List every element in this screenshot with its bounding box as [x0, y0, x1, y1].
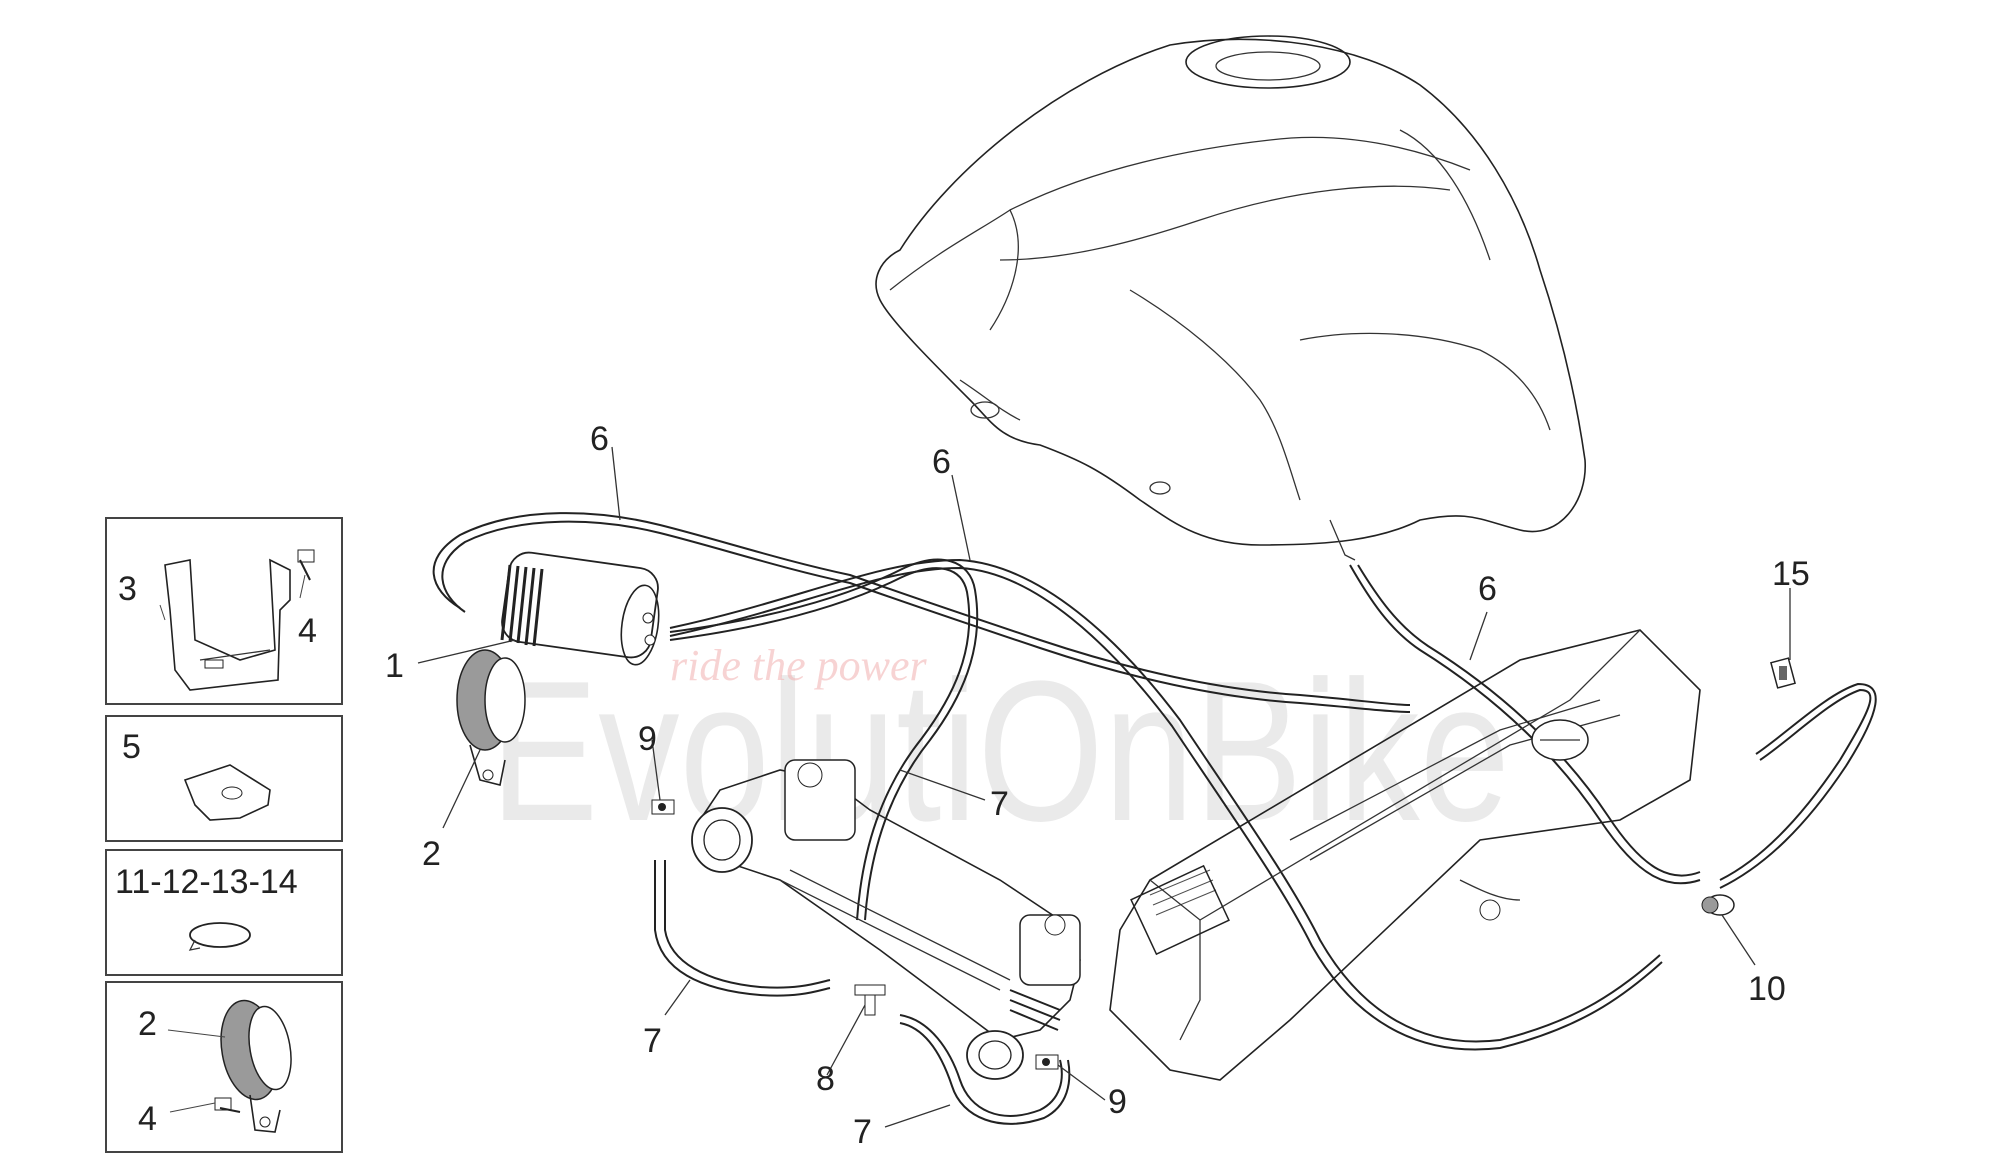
- airbox: [1109, 629, 1701, 1081]
- canister-strap: [456, 649, 526, 786]
- callout-8: 8: [816, 1060, 835, 1098]
- inset-box-4: 2 4: [105, 981, 343, 1153]
- watermark: EvolutiOnBike ride the power: [490, 640, 1510, 863]
- inset-box-4-label-4: 4: [138, 1100, 157, 1138]
- callout-9a: 9: [638, 720, 657, 758]
- inset-box-1: 3 4: [105, 517, 343, 705]
- callout-6a: 6: [590, 420, 609, 458]
- fuel-tank: [875, 35, 1586, 561]
- inset-box-1-label-3: 3: [118, 570, 137, 608]
- inset-box-2-label-5: 5: [122, 728, 141, 766]
- callout-6b: 6: [932, 443, 951, 481]
- throttle-body-assembly: [691, 759, 1081, 1080]
- hoses: [432, 512, 1877, 1125]
- inset-box-2: 5: [105, 715, 343, 842]
- callout-10: 10: [1748, 970, 1786, 1008]
- callout-7c: 7: [853, 1113, 872, 1151]
- connector-9-top: [651, 799, 675, 815]
- clip-part-15: [1770, 657, 1796, 689]
- t-fitting: [854, 984, 886, 1016]
- callout-6c: 6: [1478, 570, 1497, 608]
- watermark-brand: EvolutiOnBike: [490, 640, 1510, 863]
- evap-canister: [500, 551, 660, 666]
- inset-box-3-label: 11-12-13-14: [115, 863, 298, 901]
- callout-labels: 6 6 6 15 1 2 9 7 7 7 8 9 10: [385, 420, 1810, 1151]
- inset-box-4-label-2: 2: [138, 1005, 157, 1043]
- watermark-slogan: ride the power: [670, 641, 928, 690]
- callout-9b: 9: [1108, 1083, 1127, 1121]
- leader-lines: [417, 446, 1791, 1128]
- inset-box-1-label-4: 4: [298, 612, 317, 650]
- callout-7b: 7: [643, 1022, 662, 1060]
- inset-box-3: 11-12-13-14: [105, 849, 343, 976]
- connector-9-bottom: [1035, 1054, 1059, 1070]
- callout-1: 1: [385, 647, 404, 685]
- callout-7a: 7: [990, 785, 1009, 823]
- check-valve: [1701, 894, 1735, 916]
- callout-15: 15: [1772, 555, 1810, 593]
- callout-2: 2: [422, 835, 441, 873]
